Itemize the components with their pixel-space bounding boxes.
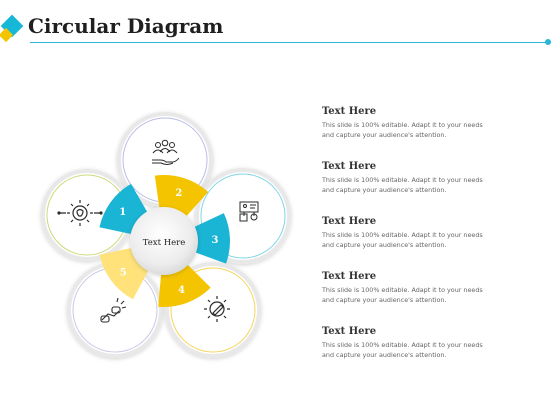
item-title: Text Here — [322, 216, 377, 227]
item-description-line2: and capture your audience's attention. — [322, 131, 447, 139]
item-description-line2: and capture your audience's attention. — [322, 241, 447, 249]
presentation-board-icon — [239, 201, 259, 222]
segment-number-3: 3 — [211, 235, 218, 246]
center-circle: Text Here — [130, 207, 198, 275]
item-title: Text Here — [322, 106, 377, 117]
segment-number-5: 5 — [120, 268, 127, 279]
item-description-line2: and capture your audience's attention. — [322, 296, 447, 304]
pencil-gear-icon — [204, 296, 230, 322]
list-item: Text Here This slide is 100% editable. A… — [322, 161, 522, 195]
list-item: Text Here This slide is 100% editable. A… — [322, 271, 522, 305]
segment-number-2: 2 — [175, 188, 182, 199]
segment-number-1: 1 — [119, 207, 126, 218]
item-description-line1: This slide is 100% editable. Adapt it to… — [322, 286, 483, 294]
item-description-line1: This slide is 100% editable. Adapt it to… — [322, 231, 483, 239]
item-description-line2: and capture your audience's attention. — [322, 351, 447, 359]
item-title: Text Here — [322, 161, 377, 172]
item-description-line1: This slide is 100% editable. Adapt it to… — [322, 176, 483, 184]
handshake-chain-icon — [100, 297, 127, 323]
list-item: Text Here This slide is 100% editable. A… — [322, 106, 522, 140]
header-divider — [30, 42, 547, 43]
gear-lightbulb-icon — [57, 200, 103, 226]
item-description-line2: and capture your audience's attention. — [322, 186, 447, 194]
item-description-line1: This slide is 100% editable. Adapt it to… — [322, 121, 483, 129]
item-title: Text Here — [322, 271, 377, 282]
team-hand-icon — [152, 139, 180, 165]
list-item: Text Here This slide is 100% editable. A… — [322, 326, 522, 360]
item-title: Text Here — [322, 326, 377, 337]
segment-number-4: 4 — [178, 285, 185, 296]
page-title: Circular Diagram — [28, 14, 224, 38]
item-description-line1: This slide is 100% editable. Adapt it to… — [322, 341, 483, 349]
list-item: Text Here This slide is 100% editable. A… — [322, 216, 522, 250]
header-divider-dot — [545, 39, 551, 45]
center-label: Text Here — [143, 238, 186, 248]
segment-3 — [191, 213, 230, 264]
